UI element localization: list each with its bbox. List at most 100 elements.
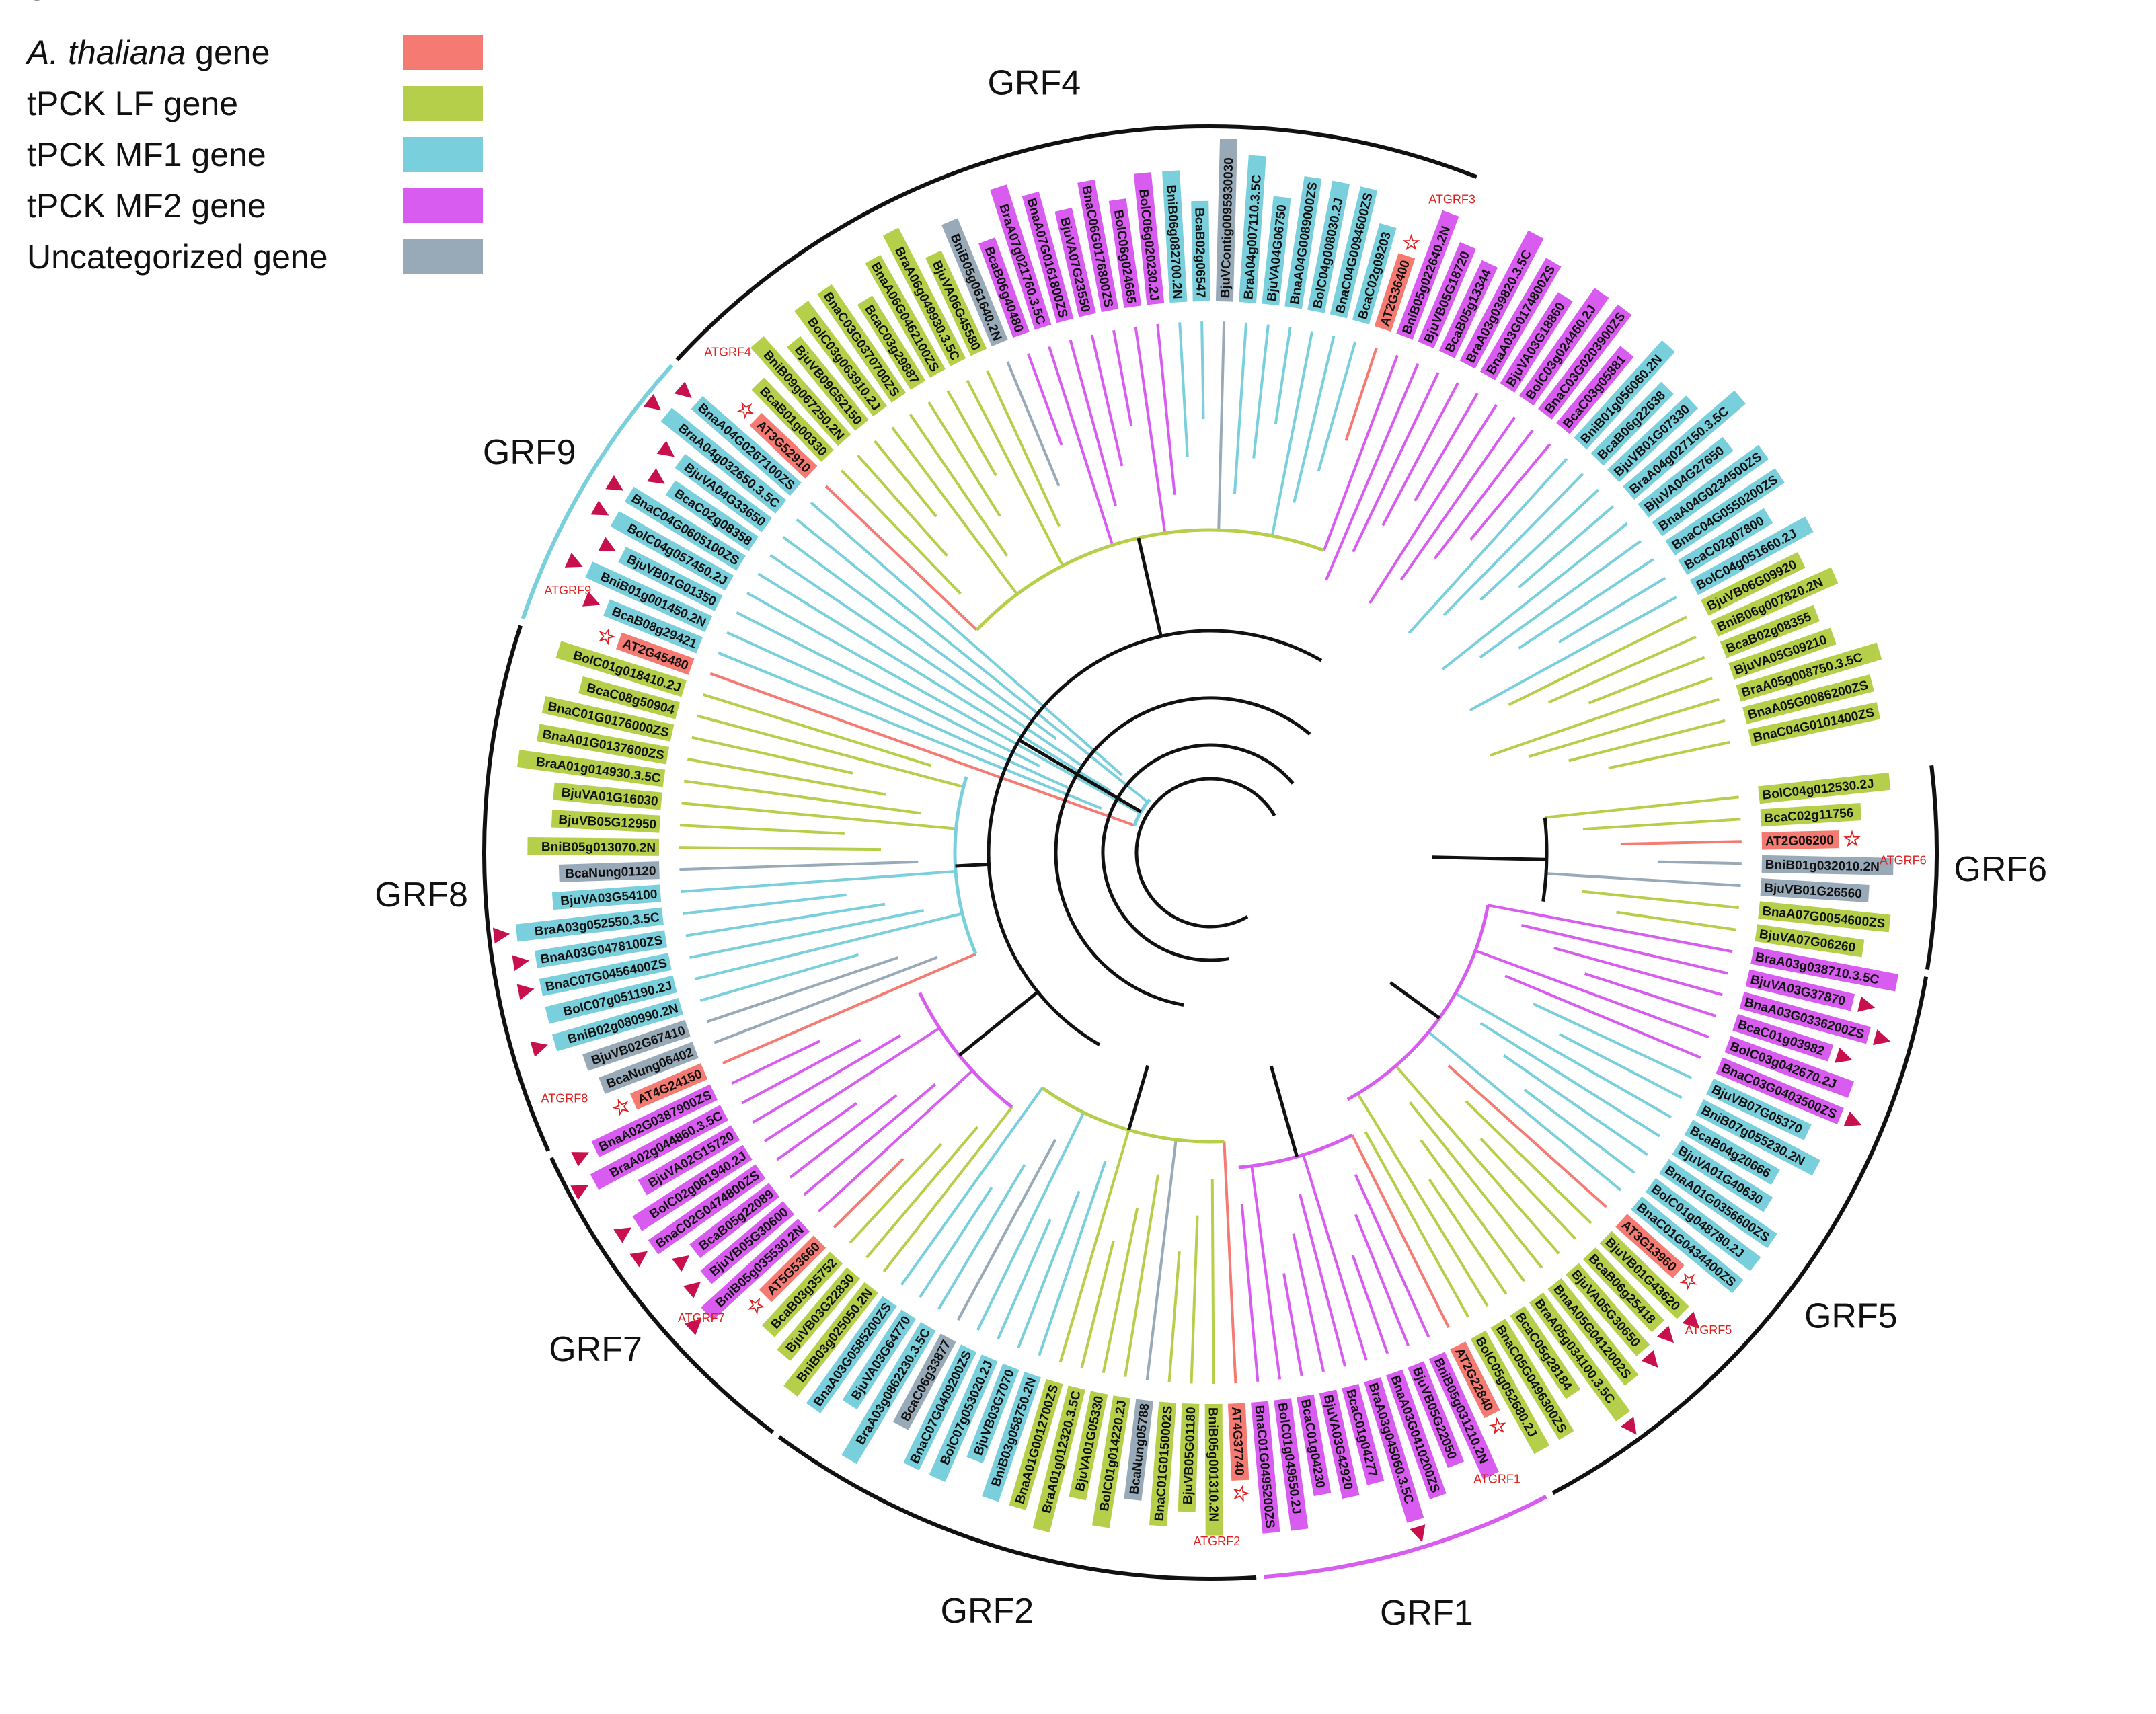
leaf-category-box xyxy=(1108,198,1142,309)
branch xyxy=(1317,341,1357,471)
branch xyxy=(810,501,1123,777)
leaf-category-box xyxy=(1149,1401,1177,1526)
leaf-category-box xyxy=(929,1354,998,1482)
triangle-marker-icon xyxy=(1872,1029,1891,1046)
leaf-category-box xyxy=(750,336,851,446)
branch xyxy=(1518,557,1654,650)
leaf-category-box xyxy=(1728,627,1837,680)
leaf-category-box xyxy=(700,1201,795,1284)
leaf-category-box xyxy=(1191,200,1210,302)
clade-label: GRF2 xyxy=(941,1592,1034,1631)
leaf-category-box xyxy=(648,1164,766,1255)
branch xyxy=(731,1040,820,1085)
branch xyxy=(1356,1093,1489,1307)
star-icon: ☆ xyxy=(1398,231,1425,256)
leaf-category-box xyxy=(1538,304,1632,420)
clade-label: GRF7 xyxy=(549,1330,642,1369)
athaliana-gene-label: ATGRF9 xyxy=(545,584,592,597)
branch xyxy=(709,672,1135,827)
leaf: AT2G06200☆ xyxy=(1761,828,1861,851)
branch xyxy=(1006,361,1061,487)
triangle-marker-icon xyxy=(1410,1524,1426,1543)
branch xyxy=(1545,872,1741,888)
leaf-category-box xyxy=(1724,1036,1854,1098)
branch xyxy=(1489,676,1713,757)
clade-arc xyxy=(1551,976,1929,1495)
star-icon: ☆ xyxy=(1484,1413,1512,1440)
leaf: BraA04g007110.3.5C xyxy=(1239,155,1266,303)
leaf-label: BcaNung01120 xyxy=(565,864,656,881)
branch xyxy=(741,1038,861,1105)
clade-stem xyxy=(1389,981,1440,1020)
branch xyxy=(1080,1240,1115,1368)
branch xyxy=(1223,1141,1237,1384)
leaf-category-box xyxy=(1500,292,1573,393)
leaf-category-box xyxy=(553,782,662,810)
leaf-category-box xyxy=(978,237,1030,338)
triangle-marker-icon xyxy=(1682,1311,1700,1329)
branch xyxy=(1270,331,1314,537)
branch xyxy=(1233,322,1248,494)
branch xyxy=(1394,1064,1560,1255)
branch xyxy=(680,869,956,894)
leaf-category-box xyxy=(1599,1231,1689,1319)
athaliana-gene-label: ATGRF6 xyxy=(1880,854,1927,867)
leaf-category-box xyxy=(1449,1341,1500,1419)
leaf-category-box xyxy=(558,861,660,882)
leaf-category-box xyxy=(603,599,703,654)
triangle-marker-icon xyxy=(683,1282,701,1298)
branch xyxy=(976,1112,1085,1331)
leaf-category-box xyxy=(701,1218,810,1321)
branch xyxy=(1504,974,1701,1059)
clade-label: GRF5 xyxy=(1804,1296,1898,1335)
leaf-category-box xyxy=(1470,1330,1550,1454)
leaf-category-box xyxy=(1133,172,1165,305)
leaf-category-box xyxy=(1556,346,1634,434)
leaf-category-box xyxy=(618,546,723,611)
leaf-category-box xyxy=(1032,1385,1085,1532)
triangle-marker-icon xyxy=(1843,1111,1862,1126)
leaf-category-box xyxy=(1274,1398,1309,1531)
branch xyxy=(1090,334,1124,467)
leaf-category-box xyxy=(551,884,662,910)
triangle-marker-icon xyxy=(671,1255,690,1272)
leaf-category-box xyxy=(555,641,687,697)
leaf: BjuVA04G06750 xyxy=(1262,196,1291,306)
leaf-label: BniB05g001310.2N xyxy=(1206,1407,1221,1522)
branch xyxy=(865,1126,979,1259)
leaf-category-box xyxy=(1510,1306,1581,1399)
branch xyxy=(1428,1031,1622,1192)
leaf-category-box xyxy=(1739,991,1872,1044)
branch xyxy=(1058,1129,1130,1363)
branch xyxy=(679,860,919,871)
leaf-category-box xyxy=(865,254,946,378)
triangle-marker-icon xyxy=(1620,1417,1637,1435)
branch xyxy=(1521,923,1728,975)
triangle-marker-icon xyxy=(512,955,530,972)
branch xyxy=(782,536,1057,740)
branch xyxy=(840,469,962,595)
leaf-category-box xyxy=(1069,1391,1108,1501)
leaf-category-box xyxy=(1645,1177,1761,1272)
leaf-category-box xyxy=(665,480,759,551)
branch xyxy=(1488,904,1733,953)
leaf-category-box xyxy=(1529,1292,1631,1421)
branch xyxy=(689,908,924,960)
legend-swatch xyxy=(403,188,483,223)
branch xyxy=(1156,323,1176,495)
leaf-category-box xyxy=(541,696,675,742)
legend-label: tPCK LF gene xyxy=(27,85,239,122)
branch xyxy=(1479,1137,1577,1240)
leaf-category-box xyxy=(536,724,670,765)
branch xyxy=(1479,488,1600,601)
leaf-category-box xyxy=(1711,567,1839,637)
leaf-category-box xyxy=(1672,1139,1773,1212)
clade-stem xyxy=(1018,738,1142,814)
triangle-marker-icon xyxy=(605,475,624,491)
triangle-marker-icon xyxy=(656,440,675,457)
leaf: BjuVA03G54100 xyxy=(551,884,662,910)
backbone-arc xyxy=(1101,743,1295,962)
leaf-category-box xyxy=(1307,180,1350,313)
leaf-category-box xyxy=(534,930,668,968)
branch xyxy=(1217,321,1226,531)
